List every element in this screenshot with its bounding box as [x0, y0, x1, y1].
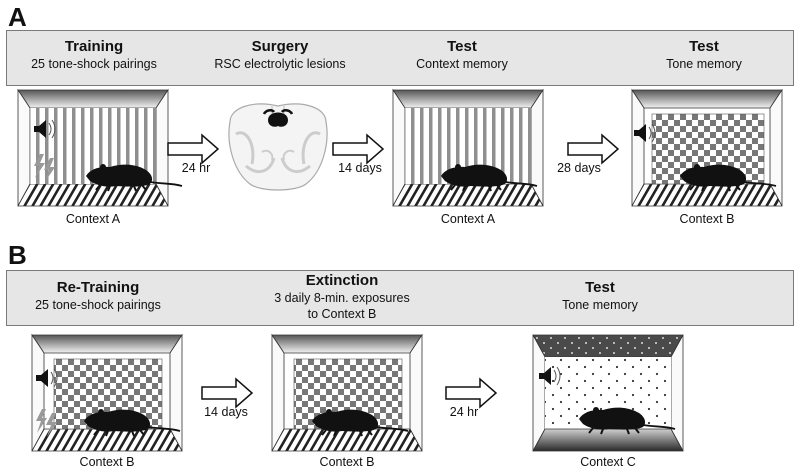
chamber-context-b-extinction — [271, 334, 423, 452]
stage-title: Re-Training — [56, 279, 140, 296]
stage-title: Test — [689, 38, 719, 55]
stage-test-context: Test Context memory — [372, 38, 552, 72]
arrow-24hr — [167, 134, 219, 164]
stage-subtitle: Tone memory — [666, 57, 742, 71]
arrow-24hr-b — [445, 378, 497, 408]
stage-subtitle: Tone memory — [562, 298, 638, 312]
stage-title: Test — [585, 279, 615, 296]
panel-b-label: B — [8, 240, 27, 270]
brain-section — [228, 103, 328, 191]
caption-context-b-2: Context B — [79, 455, 135, 469]
chamber-context-a-test — [392, 89, 544, 207]
arrow-14days-b — [201, 378, 253, 408]
stage-subtitle: RSC electrolytic lesions — [214, 57, 346, 71]
stage-subtitle: Context memory — [416, 57, 508, 71]
panel-b-banner — [6, 270, 794, 326]
chamber-context-b-test — [631, 89, 783, 207]
stage-test-tone: Test Tone memory — [614, 38, 794, 72]
chamber-context-c-test — [532, 334, 684, 452]
caption-context-c: Context C — [580, 455, 636, 469]
arrow-label-28days: 28 days — [557, 161, 601, 175]
stage-training: Training 25 tone-shock pairings — [4, 38, 184, 72]
arrow-label-24hr-b: 24 hr — [449, 405, 479, 419]
stage-title: Extinction — [305, 272, 379, 289]
stage-subtitle: 25 tone-shock pairings — [35, 298, 161, 312]
caption-context-b-1: Context B — [679, 212, 735, 226]
caption-context-a-2: Context A — [440, 212, 496, 226]
arrow-label-14days-b: 14 days — [204, 405, 248, 419]
panel-a-banner — [6, 30, 794, 86]
panel-a-label: A — [8, 2, 27, 32]
chamber-context-a-training — [17, 89, 183, 207]
stage-title: Training — [64, 38, 124, 55]
arrow-28days — [567, 134, 619, 164]
stage-title: Test — [447, 38, 477, 55]
stage-surgery: Surgery RSC electrolytic lesions — [190, 38, 370, 72]
arrow-label-24hr: 24 hr — [181, 161, 211, 175]
arrow-14days — [332, 134, 384, 164]
stage-subtitle: 3 daily 8-min. exposures — [274, 291, 410, 305]
caption-context-b-3: Context B — [319, 455, 375, 469]
stage-retraining: Re-Training 25 tone-shock pairings — [8, 279, 188, 313]
stage-subtitle: 25 tone-shock pairings — [31, 57, 157, 71]
chamber-context-b-retraining — [31, 334, 183, 452]
stage-title: Surgery — [251, 38, 309, 55]
stage-test-tone-b: Test Tone memory — [510, 279, 690, 313]
stage-subtitle-line2: to Context B — [307, 307, 377, 321]
stage-extinction: Extinction 3 daily 8-min. exposures to C… — [252, 272, 432, 322]
arrow-label-14days: 14 days — [338, 161, 382, 175]
caption-context-a-1: Context A — [65, 212, 121, 226]
